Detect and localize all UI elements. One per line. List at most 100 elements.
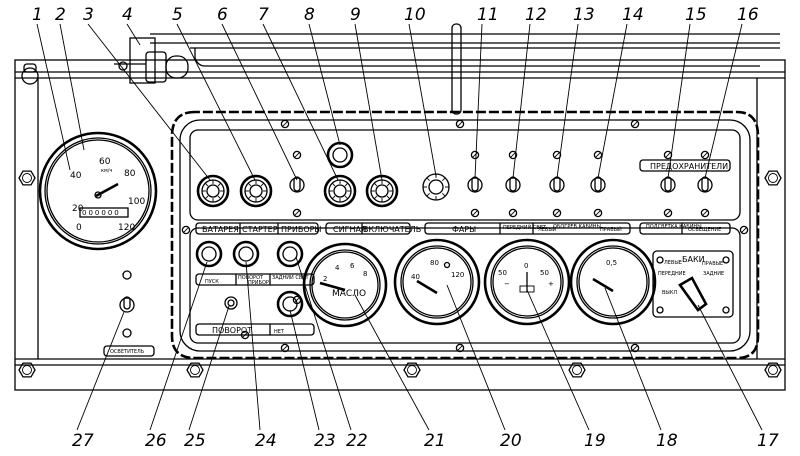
battery-switch-3	[196, 174, 230, 208]
oil-tick-6: 6	[350, 262, 355, 270]
speedo-tick-100: 100	[128, 197, 145, 207]
label-rear-light: ЗАДНИЙ СВЕТ	[272, 274, 309, 281]
leader-line	[176, 23, 256, 181]
rivet	[470, 150, 480, 160]
hex-bolt	[18, 362, 36, 378]
callout-number: 8	[304, 5, 315, 25]
speedo-needle	[95, 182, 119, 198]
ammeter-tick-right: 50	[540, 269, 549, 277]
label-illuminator: ОСВЕТИТЕЛЬ	[110, 349, 145, 355]
callout-number: 4	[122, 5, 133, 25]
top-rail	[150, 23, 780, 115]
leader-line	[59, 23, 85, 151]
rivet	[181, 225, 191, 235]
label-turn-small: ПОВОРОТ	[238, 275, 264, 281]
speedo-tick-120: 120	[118, 223, 135, 233]
oil-gauge: 2 4 6 8 МАСЛО	[302, 242, 388, 328]
leader-line	[704, 23, 743, 179]
callout-number: 20	[500, 431, 522, 451]
leader-line	[295, 256, 352, 431]
lower-left-group: ПУСК ПОВОРОТ ПРИБОР ЗАДНИЙ СВЕТ ПОВОРОТ …	[195, 273, 315, 336]
label-fuses: ПРЕДОХРАНИТЕЛИ	[650, 162, 728, 171]
oil-needle	[319, 281, 346, 292]
label-pribor: ПРИБОР	[248, 280, 269, 286]
tank-front: ПЕРЕДНИЕ	[658, 271, 686, 277]
label-headlights: ФАРЫ	[452, 225, 476, 234]
rivet	[280, 119, 290, 129]
leader-line	[597, 23, 628, 179]
label-cab-heater: ОБОГРЕВ КАБИНЫ	[553, 224, 601, 230]
label-switch: ВКЛЮЧАТЕЛЬ	[363, 225, 421, 234]
leader-line	[289, 309, 320, 431]
starter-switch-5	[239, 174, 273, 208]
temp-tick-80: 80	[430, 259, 439, 267]
ammeter: 50 0 50 − +	[483, 238, 571, 326]
label-instruments: ПРИБОРЫ	[281, 225, 322, 234]
tank-label: БАКИ	[682, 255, 705, 264]
ammeter-tick-left: 50	[498, 269, 507, 277]
temp-gauge: 40 80 120	[393, 238, 481, 326]
leader-line	[354, 294, 430, 431]
leader-line	[36, 23, 71, 171]
leader-line	[76, 311, 125, 431]
callout-number: 26	[145, 431, 167, 451]
instrument-toggle-6	[289, 176, 305, 193]
label-battery: БАТАРЕЯ	[202, 225, 239, 234]
leader-line	[149, 261, 208, 431]
callout-number: 12	[525, 5, 547, 25]
rivet	[663, 208, 673, 218]
tank-right: ПРАВЫЕ	[702, 261, 723, 267]
label-starter: СТАРТЕР	[242, 225, 278, 234]
instrument-button-22	[276, 240, 304, 268]
fuel-needle	[592, 277, 614, 293]
leader-line	[408, 23, 437, 177]
oil-tick-2: 2	[323, 275, 327, 283]
fuel-gauge: 0,5	[569, 238, 657, 326]
leader-line	[697, 304, 763, 431]
rivet	[630, 119, 640, 129]
leader-line	[262, 23, 339, 181]
speedo-tick-0: 0	[76, 223, 82, 233]
callout-number: 27	[72, 431, 94, 451]
odometer: 000000	[82, 209, 121, 217]
label-turn: ПОВОРОТ	[212, 326, 252, 335]
label-signal: СИГНАЛ	[333, 225, 367, 234]
callout-number: 5	[172, 5, 183, 25]
label-lighting: ОСВЕЩЕНИЕ	[688, 227, 721, 233]
leader-line	[512, 23, 531, 179]
speedo-tick-80: 80	[124, 169, 136, 179]
turn-indicator-25	[224, 296, 238, 310]
corner-knob	[21, 63, 39, 85]
leader-line	[308, 23, 341, 146]
leader-line	[221, 23, 298, 181]
temp-tick-40: 40	[411, 273, 420, 281]
callout-number: 11	[477, 5, 499, 25]
rivet	[470, 208, 480, 218]
heater-right-toggle-14	[590, 176, 606, 193]
rivet	[700, 208, 710, 218]
ammeter-plus: +	[548, 280, 554, 288]
callout-number: 17	[757, 431, 779, 451]
leader-line	[526, 289, 590, 431]
callout-number: 7	[258, 5, 269, 25]
rivet	[292, 208, 302, 218]
fuel-tick-half: 0,5	[606, 259, 617, 267]
callout-number: 14	[622, 5, 644, 25]
ammeter-tick-zero: 0	[524, 262, 528, 270]
tank-selector: БАКИ ЛЕВЫЕ ПРАВЫЕ ПЕРЕДНИЕ ЗАДНИЕ ВЫКЛ	[652, 250, 734, 318]
callout-number: 23	[314, 431, 336, 451]
oil-tick-8: 8	[363, 270, 367, 278]
hex-bolt	[18, 170, 36, 186]
leader-line	[604, 287, 662, 431]
tank-off: ВЫКЛ	[662, 290, 677, 296]
speedometer: 20 40 60 80 100 120 0 км/ч 000000	[38, 131, 158, 251]
cab-light-toggle-15	[660, 176, 676, 193]
speedo-tick-60: 60	[99, 157, 111, 167]
speedo-tick-20: 20	[72, 204, 84, 214]
callout-number: 24	[255, 431, 277, 451]
label-pusk: ПУСК	[205, 279, 219, 285]
tank-left: ЛЕВЫЕ	[664, 260, 682, 266]
